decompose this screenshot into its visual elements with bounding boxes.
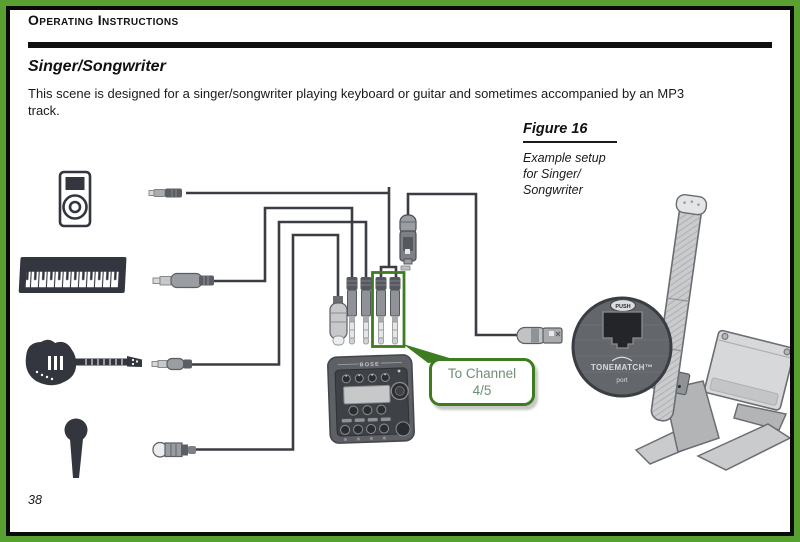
push-label: PUSH	[615, 304, 630, 310]
channel1-xlr-plug	[329, 296, 348, 346]
page-header: Operating Instructions	[28, 12, 179, 28]
figure-label: Figure 16	[523, 121, 617, 143]
body-paragraph: This scene is designed for a singer/song…	[28, 85, 778, 119]
keyboard-icon	[18, 257, 127, 293]
keyboard-plug-connector	[152, 272, 214, 289]
figure-caption-line-3: Songwriter	[523, 183, 583, 197]
guitar-icon	[25, 339, 142, 386]
body-line-1: This scene is designed for a singer/song…	[28, 86, 685, 101]
mixer-brand-label: BOSE	[360, 362, 381, 369]
cable-keyboard	[214, 206, 354, 283]
figure-caption-line-2: for Singer/	[523, 167, 581, 181]
t1-mixer-icon: BOSE	[327, 354, 415, 444]
figure-caption: Example setup for Singer/ Songwriter	[523, 150, 606, 198]
tonematch-port-icon: PUSH TONEMATCH™ port	[571, 296, 673, 398]
tonematch-brand-label: TONEMATCH™	[591, 363, 653, 372]
channel-highlight-box	[371, 271, 406, 348]
cable-master-output	[406, 192, 518, 337]
page-number: 38	[28, 493, 42, 507]
cable-mp3	[186, 187, 398, 278]
microphone-xlr-connector	[152, 441, 196, 458]
guitar-plug-connector	[151, 357, 192, 371]
mp3-player-icon	[58, 170, 92, 228]
rj45-jack	[602, 311, 643, 349]
body-line-2: track.	[28, 103, 60, 118]
channel3-plug	[360, 277, 372, 345]
cable-guitar	[191, 220, 368, 366]
page-title: Singer/Songwriter	[28, 58, 166, 75]
channel2-plug	[346, 277, 358, 345]
callout-bubble: To Channel 4/5	[429, 358, 535, 406]
mp3-miniplug-connector	[148, 188, 182, 198]
callout-line-1: To Channel	[447, 366, 517, 381]
channel4-plug	[375, 277, 387, 345]
callout-line-2: 4/5	[472, 383, 492, 398]
cable-microphone	[195, 233, 340, 451]
master-xlr-connector	[399, 214, 417, 271]
channel5-plug	[389, 277, 401, 345]
microphone-icon	[64, 418, 88, 478]
tonematch-port-label: port	[616, 377, 627, 384]
figure-caption-line-1: Example setup	[523, 151, 606, 165]
header-rule	[28, 42, 772, 48]
tonematch-cable-connector	[516, 326, 563, 345]
